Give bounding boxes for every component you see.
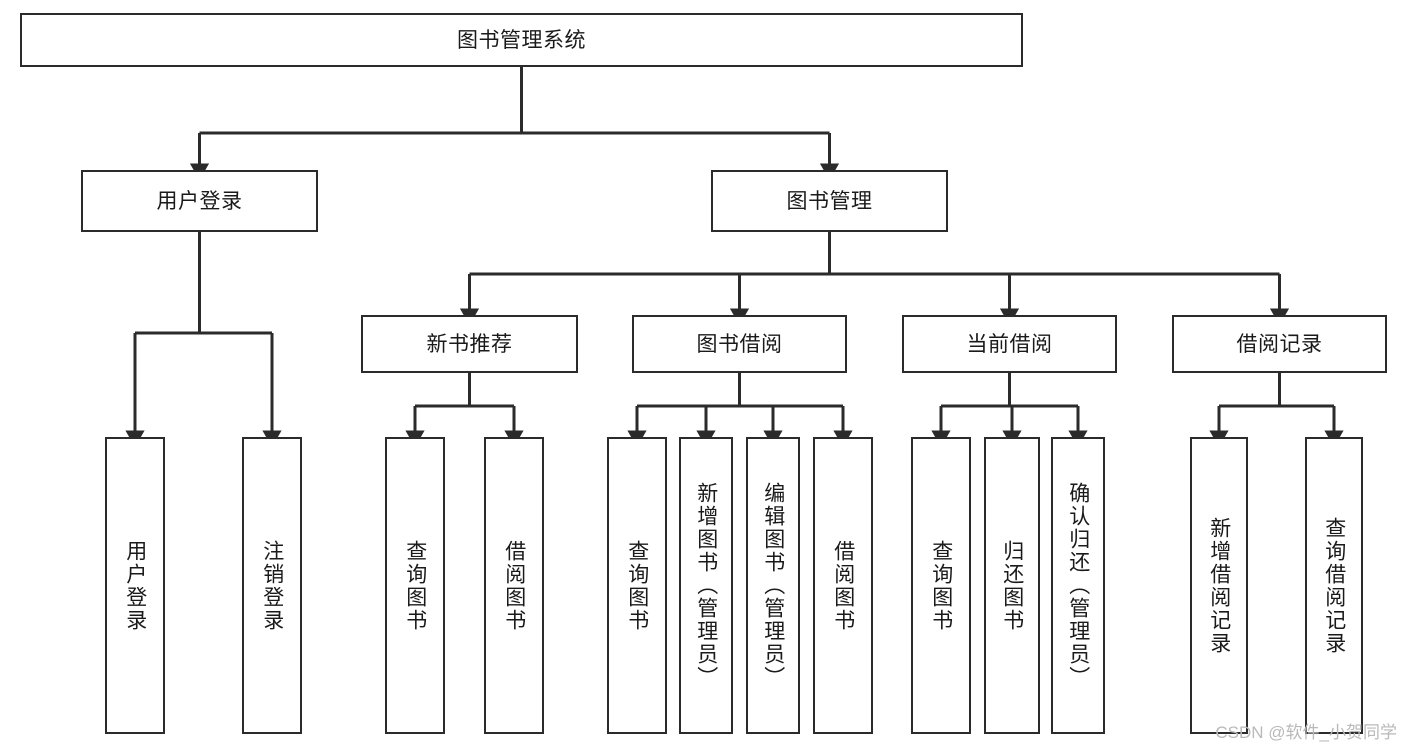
node-label: 借阅记录	[1236, 332, 1323, 356]
node-label: 用户登录	[156, 189, 243, 213]
node-label: 确认归还（管理员）	[1066, 482, 1090, 689]
node-l3[interactable]: 查询图书	[385, 437, 445, 734]
node-l12[interactable]: 新增借阅记录	[1190, 437, 1248, 734]
node-l1[interactable]: 用户登录	[105, 437, 165, 734]
node-label: 查询图书	[403, 539, 427, 632]
node-root[interactable]: 图书管理系统	[20, 13, 1023, 67]
node-label: 查询借阅记录	[1322, 516, 1346, 655]
node-l2[interactable]: 注销登录	[242, 437, 302, 734]
node-login[interactable]: 用户登录	[81, 170, 318, 232]
node-l7[interactable]: 编辑图书（管理员）	[746, 437, 800, 734]
node-l10[interactable]: 归还图书	[984, 437, 1040, 734]
node-label: 新书推荐	[426, 332, 513, 356]
node-label: 查询图书	[929, 539, 953, 632]
node-newbook[interactable]: 新书推荐	[361, 315, 578, 373]
node-label: 用户登录	[123, 539, 147, 632]
node-label: 新增借阅记录	[1207, 516, 1231, 655]
node-records[interactable]: 借阅记录	[1172, 315, 1387, 373]
node-label: 新增图书（管理员）	[694, 482, 718, 689]
node-l9[interactable]: 查询图书	[911, 437, 971, 734]
node-l4[interactable]: 借阅图书	[484, 437, 544, 734]
node-label: 归还图书	[1000, 539, 1024, 632]
node-l8[interactable]: 借阅图书	[813, 437, 873, 734]
node-l11[interactable]: 确认归还（管理员）	[1051, 437, 1105, 734]
node-l5[interactable]: 查询图书	[607, 437, 667, 734]
node-label: 借阅图书	[831, 539, 855, 632]
node-label: 当前借阅	[966, 332, 1053, 356]
node-label: 查询图书	[625, 539, 649, 632]
node-label: 图书管理系统	[457, 28, 586, 52]
node-current[interactable]: 当前借阅	[902, 315, 1117, 373]
node-label: 注销登录	[260, 539, 284, 632]
node-label: 借阅图书	[502, 539, 526, 632]
node-label: 编辑图书（管理员）	[761, 482, 785, 689]
watermark: CSDN @软件_小贺同学	[1215, 723, 1397, 742]
node-bookmgmt[interactable]: 图书管理	[711, 170, 948, 232]
node-l6[interactable]: 新增图书（管理员）	[679, 437, 733, 734]
node-borrow[interactable]: 图书借阅	[632, 315, 847, 373]
node-label: 图书管理	[786, 189, 873, 213]
node-l13[interactable]: 查询借阅记录	[1305, 437, 1363, 734]
node-label: 图书借阅	[696, 332, 783, 356]
